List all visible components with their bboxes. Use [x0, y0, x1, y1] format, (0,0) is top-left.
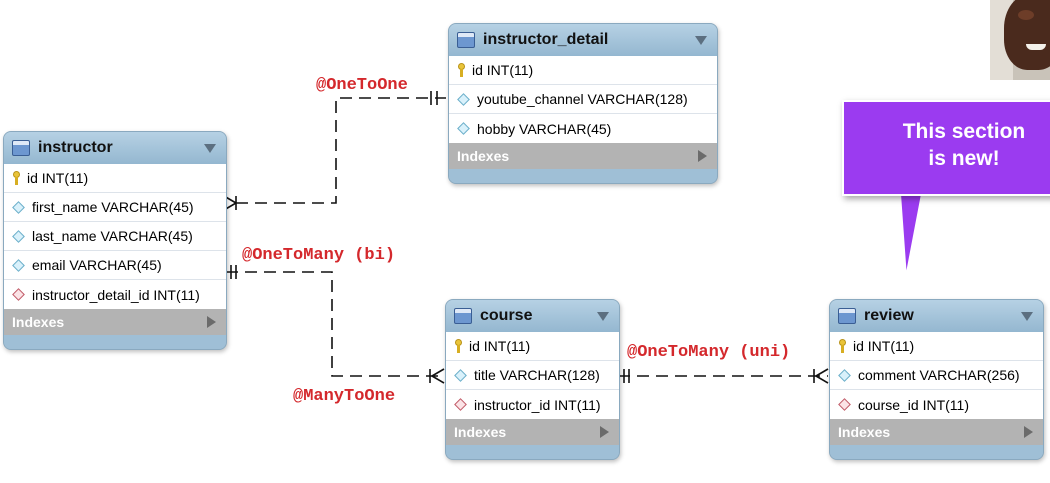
column-label: hobby VARCHAR(45): [477, 120, 612, 137]
table-icon: [838, 308, 856, 324]
table-icon: [12, 140, 30, 156]
column-icon: [838, 368, 851, 382]
callout-text: This section is new!: [902, 120, 1026, 170]
presenter-photo: [990, 0, 1050, 80]
table-header[interactable]: course: [446, 300, 619, 332]
column-label: first_name VARCHAR(45): [32, 199, 194, 215]
column-label: instructor_id INT(11): [474, 396, 601, 413]
column-icon: [12, 258, 25, 272]
expand-icon[interactable]: [207, 316, 216, 328]
column-row[interactable]: course_id INT(11): [830, 390, 1043, 419]
table-title: review: [864, 307, 914, 324]
expand-icon[interactable]: [698, 150, 707, 162]
table-review[interactable]: review id INT(11) comment VARCHAR(256) c…: [829, 299, 1044, 460]
foreign-key-icon: [454, 398, 467, 411]
indexes-label: Indexes: [457, 148, 510, 164]
table-header[interactable]: review: [830, 300, 1043, 332]
column-row[interactable]: id INT(11): [446, 332, 619, 361]
column-row[interactable]: id INT(11): [4, 164, 226, 193]
column-icon: [457, 92, 470, 106]
indexes-label: Indexes: [454, 424, 507, 440]
collapse-icon[interactable]: [695, 35, 707, 45]
column-row[interactable]: youtube_channel VARCHAR(128): [449, 85, 717, 114]
column-icon: [457, 122, 470, 135]
column-row[interactable]: comment VARCHAR(256): [830, 361, 1043, 390]
column-row[interactable]: instructor_detail_id INT(11): [4, 280, 226, 309]
expand-icon[interactable]: [1024, 426, 1033, 438]
collapse-icon[interactable]: [204, 143, 216, 153]
column-row[interactable]: hobby VARCHAR(45): [449, 114, 717, 143]
indexes-footer[interactable]: Indexes: [830, 419, 1043, 445]
collapse-icon[interactable]: [597, 311, 609, 321]
table-icon: [454, 308, 472, 324]
column-icon: [12, 200, 25, 214]
column-label: id INT(11): [472, 62, 534, 78]
column-label: id INT(11): [27, 170, 89, 186]
indexes-label: Indexes: [12, 314, 65, 330]
column-label: youtube_channel VARCHAR(128): [477, 91, 688, 107]
relationship-label-many-to-one: @ManyToOne: [293, 387, 396, 406]
primary-key-icon: [457, 63, 465, 77]
table-title: instructor_detail: [483, 31, 609, 48]
collapse-icon[interactable]: [1021, 311, 1033, 321]
foreign-key-icon: [12, 288, 25, 301]
indexes-footer[interactable]: Indexes: [446, 419, 619, 445]
table-instructor[interactable]: instructor id INT(11) first_name VARCHAR…: [3, 131, 227, 350]
column-label: email VARCHAR(45): [32, 257, 162, 273]
column-label: instructor_detail_id INT(11): [32, 286, 200, 303]
primary-key-icon: [12, 171, 20, 185]
column-icon: [454, 368, 467, 382]
table-title: course: [480, 307, 533, 324]
column-label: id INT(11): [469, 338, 531, 354]
table-title: instructor: [38, 139, 113, 156]
column-row[interactable]: email VARCHAR(45): [4, 251, 226, 280]
column-row[interactable]: title VARCHAR(128): [446, 361, 619, 390]
table-icon: [457, 32, 475, 48]
table-instructor-detail[interactable]: instructor_detail id INT(11) youtube_cha…: [448, 23, 718, 184]
column-row[interactable]: id INT(11): [830, 332, 1043, 361]
table-course[interactable]: course id INT(11) title VARCHAR(128) ins…: [445, 299, 620, 460]
column-label: course_id INT(11): [858, 396, 970, 413]
column-label: title VARCHAR(128): [474, 367, 600, 383]
table-header[interactable]: instructor: [4, 132, 226, 164]
relationship-label-one-to-one: @OneToOne: [316, 76, 408, 95]
table-header[interactable]: instructor_detail: [449, 24, 717, 56]
column-row[interactable]: id INT(11): [449, 56, 717, 85]
column-label: comment VARCHAR(256): [858, 367, 1020, 383]
column-row[interactable]: instructor_id INT(11): [446, 390, 619, 419]
relationship-label-one-to-many-bi: @OneToMany (bi): [242, 246, 396, 265]
indexes-footer[interactable]: Indexes: [4, 309, 226, 335]
column-label: id INT(11): [853, 338, 915, 354]
callout-pointer: [898, 193, 924, 279]
indexes-label: Indexes: [838, 424, 891, 440]
expand-icon[interactable]: [600, 426, 609, 438]
primary-key-icon: [838, 339, 846, 353]
indexes-footer[interactable]: Indexes: [449, 143, 717, 169]
column-row[interactable]: first_name VARCHAR(45): [4, 193, 226, 222]
relationship-label-one-to-many-uni: @OneToMany (uni): [627, 343, 791, 362]
column-icon: [12, 229, 25, 243]
new-section-callout: This section is new!: [842, 100, 1050, 196]
column-label: last_name VARCHAR(45): [32, 228, 193, 244]
column-row[interactable]: last_name VARCHAR(45): [4, 222, 226, 251]
primary-key-icon: [454, 339, 462, 353]
foreign-key-icon: [838, 398, 851, 411]
